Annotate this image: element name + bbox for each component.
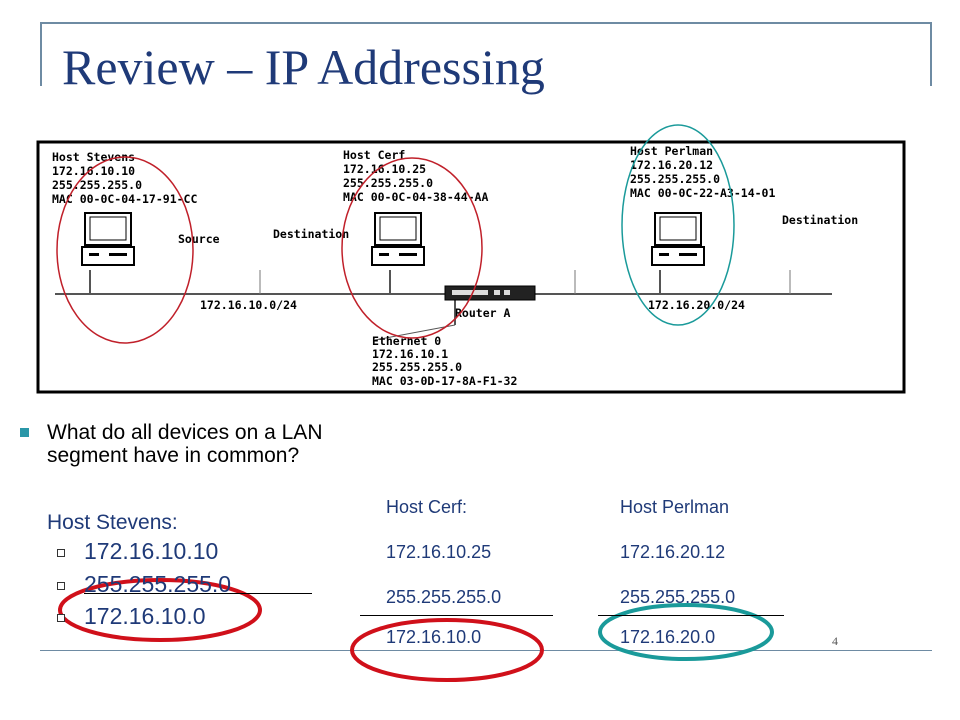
cerf-underline	[360, 615, 553, 616]
computer-icon-cerf	[371, 212, 425, 266]
cerf-name: Host Cerf	[343, 148, 405, 162]
diagram-border	[36, 140, 906, 394]
perlman-mac: MAC 00-0C-22-A3-14-01	[630, 186, 775, 200]
frame-bottom-line	[40, 650, 932, 651]
net-left-label: 172.16.10.0/24	[200, 298, 297, 312]
stevens-underline	[84, 593, 312, 594]
router-ip: 172.16.10.1	[372, 347, 448, 361]
source-label: Source	[178, 232, 220, 246]
frame-right-line	[930, 22, 932, 86]
stevens-ip: 172.16.10.10	[52, 164, 135, 178]
perlman-underline	[598, 615, 784, 616]
perlman-mask: 255.255.255.0	[630, 172, 720, 186]
stevens-block-network: 172.16.10.0	[84, 603, 206, 629]
bullet-icon	[57, 582, 65, 590]
router-label-line	[374, 324, 456, 341]
perlman-block-network: 172.16.20.0	[620, 627, 716, 647]
perlman-block-mask: 255.255.255.0	[620, 587, 736, 607]
cerf-block-network: 172.16.10.0	[386, 627, 482, 647]
cerf-highlight-circle	[341, 157, 483, 339]
perlman-network-circle	[598, 603, 774, 661]
net-right-label: 172.16.20.0/24	[648, 298, 745, 312]
router-icon	[444, 285, 536, 301]
destination-label-2: Destination	[782, 213, 858, 227]
slide-title: Review – IP Addressing	[62, 39, 545, 95]
computer-icon-stevens	[81, 212, 135, 266]
router-name: Router A	[455, 306, 510, 320]
cerf-block-mask: 255.255.255.0	[386, 587, 502, 607]
frame-left-line	[40, 22, 42, 86]
stevens-block-mask: 255.255.255.0	[84, 571, 232, 597]
cerf-mask: 255.255.255.0	[343, 176, 433, 190]
perlman-ip: 172.16.20.12	[630, 158, 713, 172]
perlman-name: Host Perlman	[630, 144, 713, 158]
bullet-icon	[57, 549, 65, 557]
stevens-mac: MAC 00-0C-04-17-91-CC	[52, 192, 197, 206]
perlman-block-heading: Host Perlman	[620, 497, 730, 517]
cerf-ip: 172.16.10.25	[343, 162, 426, 176]
destination-label-1: Destination	[273, 227, 349, 241]
bullet-icon	[57, 614, 65, 622]
stevens-block-heading: Host Stevens:	[47, 511, 178, 534]
router-mac: MAC 03-0D-17-8A-F1-32	[372, 374, 517, 388]
stevens-name: Host Stevens	[52, 150, 135, 164]
frame-top-line	[40, 22, 932, 24]
page-number: 4	[832, 634, 838, 648]
question-line-1: What do all devices on a LAN	[47, 421, 323, 444]
stevens-network-circle	[58, 578, 262, 642]
perlman-block-ip: 172.16.20.12	[620, 542, 726, 562]
stevens-mask: 255.255.255.0	[52, 178, 142, 192]
cerf-block-heading: Host Cerf:	[386, 497, 468, 517]
cerf-network-circle	[350, 618, 544, 682]
cerf-block-ip: 172.16.10.25	[386, 542, 492, 562]
bullet-icon	[20, 428, 29, 437]
computer-icon-perlman	[651, 212, 705, 266]
router-iface: Ethernet 0	[372, 334, 441, 348]
question-line-2: segment have in common?	[47, 444, 300, 467]
cerf-mac: MAC 00-0C-04-38-44-AA	[343, 190, 488, 204]
stevens-highlight-circle	[56, 156, 194, 344]
router-mask: 255.255.255.0	[372, 360, 462, 374]
perlman-highlight-circle	[621, 124, 735, 326]
stevens-block-ip: 172.16.10.10	[84, 538, 219, 564]
